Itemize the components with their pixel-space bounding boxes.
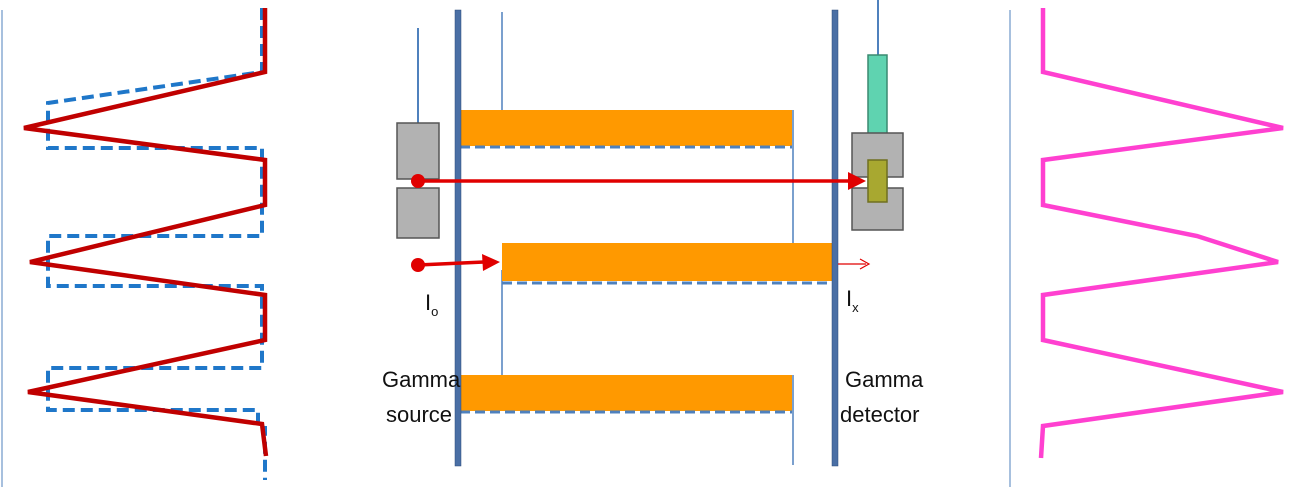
beam-lower [417,260,485,267]
arrow-right-icon [859,258,871,270]
zigzag-scan-profile [23,8,269,457]
column-diagram: Io Ix Gamma source Gamma detector [382,0,924,467]
red-dot-icon [411,258,425,272]
gamma-detector-label-line1: Gamma [845,367,924,392]
tray-plate-2 [502,243,832,281]
magenta-scan-profile [1038,8,1284,459]
tray-plate-1 [460,110,792,146]
right-profile-panel [1009,8,1284,487]
source-shield-top [396,122,440,180]
source-intensity-label: Io [425,290,438,319]
left-profile-panel [1,8,269,487]
tray-plate-3 [460,375,792,411]
gamma-source-label-line2: source [386,402,452,427]
column-wall-right [831,9,839,467]
detector-intensity-label: Ix [846,286,859,315]
red-dot-icon [411,174,425,188]
gamma-source-label-line1: Gamma [382,367,461,392]
column-wall-left [454,9,462,467]
arrow-right-icon [848,172,866,190]
dashed-density-profile [46,8,267,480]
source-shield-bottom [396,187,440,239]
detector-crystal [867,159,888,203]
arrow-right-icon [482,254,500,271]
gamma-detector-label-line2: detector [840,402,920,427]
